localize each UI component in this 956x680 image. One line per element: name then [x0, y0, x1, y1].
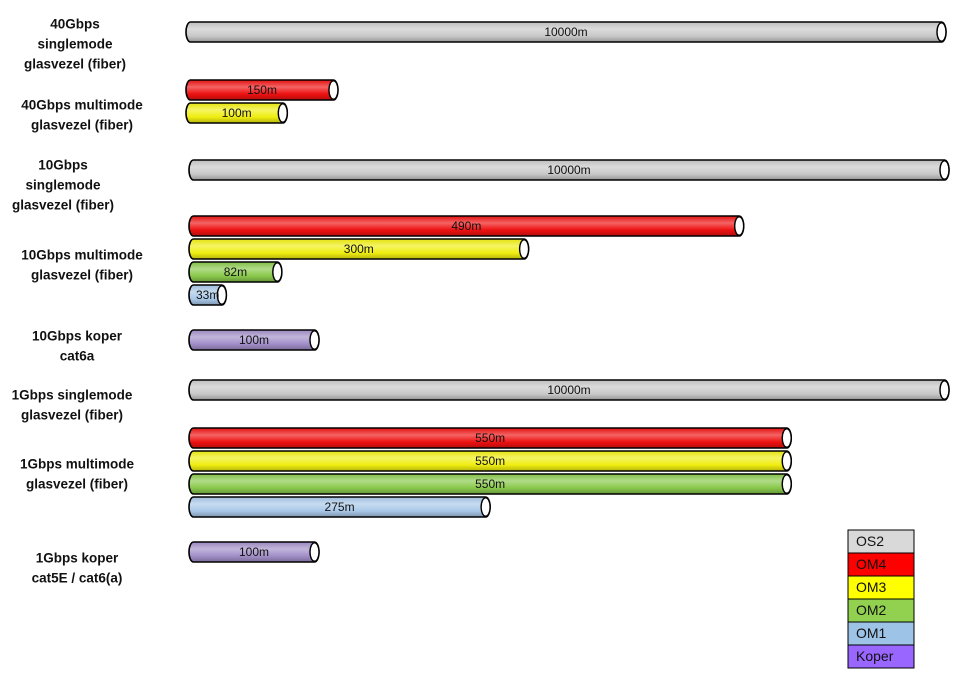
- bar-label: 150m: [247, 83, 277, 97]
- bar-label: 100m: [239, 545, 269, 559]
- bar-om3: 300m: [188, 238, 530, 260]
- bar-koper: 100m: [188, 541, 320, 563]
- bar-label: 490m: [451, 219, 481, 233]
- bar-om3: 100m: [185, 102, 289, 124]
- legend-label: OS2: [856, 533, 884, 549]
- bar-os2: 10000m: [188, 159, 950, 181]
- bar-end-cap: [272, 262, 283, 282]
- bar-end-cap: [939, 160, 950, 180]
- group-label: 40Gbps: [50, 17, 100, 32]
- bar-end-cap: [277, 103, 288, 123]
- bar-label: 550m: [475, 431, 505, 445]
- group-label: glasvezel (fiber): [21, 408, 123, 423]
- legend-swatch: [847, 644, 915, 669]
- bar-group: 10Gbps singlemode glasvezel (fiber) 10000m: [12, 158, 950, 213]
- group-label: 10Gbps multimode: [21, 248, 143, 263]
- bar-om4: 550m: [188, 427, 793, 449]
- group-label: 1Gbps koper: [36, 551, 119, 566]
- bar-os2: 10000m: [188, 379, 950, 401]
- bar-label: 10000m: [547, 383, 590, 397]
- bar-end-cap: [733, 216, 745, 236]
- group-label: cat5E / cat6(a): [32, 571, 123, 586]
- bar-end-cap: [216, 285, 228, 305]
- bar-group: 10Gbps multimode glasvezel (fiber) 490m 300…: [21, 215, 745, 306]
- bar-label: 550m: [475, 477, 505, 491]
- bar-end-cap: [309, 542, 320, 562]
- legend-item-om4: OM4: [847, 552, 915, 577]
- group-label: glasvezel (fiber): [31, 268, 133, 283]
- legend-label: OM1: [856, 625, 887, 641]
- bar-om1: 275m: [188, 496, 491, 518]
- bar-end-cap: [518, 239, 530, 259]
- group-label: 40Gbps multimode: [21, 98, 143, 113]
- legend-item-koper: Koper: [847, 644, 915, 669]
- bar-label: 33m: [196, 288, 219, 302]
- legend-label: Koper: [856, 648, 894, 664]
- group-label: 1Gbps multimode: [20, 457, 135, 472]
- bar-om3: 550m: [188, 450, 793, 472]
- bar-end-cap: [781, 451, 792, 471]
- bar-end-cap: [936, 22, 947, 42]
- bar-group: 10Gbps koper cat6a 100m: [32, 329, 320, 364]
- bar-end-cap: [309, 330, 320, 350]
- bar-group: 1Gbps koper cat5E / cat6(a) 100m: [32, 541, 320, 586]
- legend-item-om1: OM1: [847, 621, 915, 646]
- group-label: cat6a: [60, 349, 95, 364]
- bar-label: 300m: [344, 242, 374, 256]
- bar-end-cap: [939, 380, 950, 400]
- group-label: 1Gbps singlemode: [12, 388, 133, 403]
- bar-end-cap: [328, 80, 339, 100]
- bar-os2: 10000m: [185, 21, 947, 43]
- bar-end-cap: [781, 428, 792, 448]
- group-label: singlemode: [25, 178, 101, 193]
- bar-group: 1Gbps singlemode glasvezel (fiber) 10000m: [12, 379, 950, 423]
- bar-group: 40Gbps singlemode glasvezel (fiber) 10000m: [24, 17, 947, 72]
- bar-end-cap: [480, 497, 491, 517]
- group-label: singlemode: [37, 37, 113, 52]
- bar-end-cap: [781, 474, 792, 494]
- legend-item-om2: OM2: [847, 598, 915, 623]
- legend-label: OM2: [856, 602, 887, 618]
- group-label: glasvezel (fiber): [26, 477, 128, 492]
- bar-om4: 490m: [188, 215, 745, 237]
- legend-item-os2: OS2: [847, 529, 915, 554]
- bar-label: 100m: [222, 106, 252, 120]
- bar-label: 550m: [475, 454, 505, 468]
- group-label: 10Gbps koper: [32, 329, 123, 344]
- bar-group: 40Gbps multimode glasvezel (fiber) 150m 100…: [21, 79, 339, 133]
- group-label: glasvezel (fiber): [12, 198, 114, 213]
- legend-item-om3: OM3: [847, 575, 915, 600]
- bar-label: 10000m: [544, 25, 587, 39]
- bar-om2: 550m: [188, 473, 793, 495]
- legend-label: OM3: [856, 579, 887, 595]
- group-label: glasvezel (fiber): [31, 118, 133, 133]
- group-label: glasvezel (fiber): [24, 57, 126, 72]
- legend-label: OM4: [856, 556, 887, 572]
- bar-group: 1Gbps multimode glasvezel (fiber) 550m 550m…: [20, 427, 793, 518]
- bar-label: 275m: [325, 500, 355, 514]
- bar-label: 82m: [224, 265, 247, 279]
- group-label: 10Gbps: [38, 158, 88, 173]
- bar-label: 10000m: [547, 163, 590, 177]
- bar-om2: 82m: [188, 261, 283, 283]
- bar-om4: 150m: [185, 79, 339, 101]
- bar-label: 100m: [239, 333, 269, 347]
- bar-om1: 33m: [188, 284, 228, 306]
- bar-koper: 100m: [188, 329, 320, 351]
